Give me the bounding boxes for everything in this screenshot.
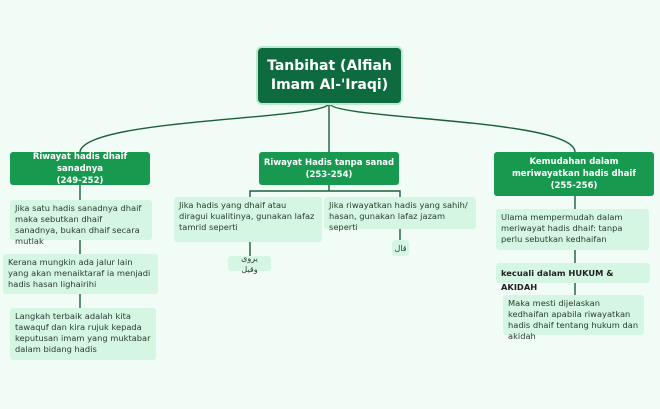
root-topic[interactable]: Tanbihat (Alfiah Imam Al-'Iraqi) (258, 48, 401, 103)
branch-range: (249-252) (56, 175, 104, 186)
branch-title: Kemudahan dalam meriwayatkan hadis dhaif (511, 157, 637, 179)
root-title-line1: Tanbihat (Alfiah (267, 57, 392, 74)
leaf-item[interactable]: Langkah terbaik adalah kita tawaquf dan … (10, 308, 156, 360)
arabic-term-jazam[interactable]: قال (392, 240, 409, 256)
leaf-item[interactable]: Jika satu hadis sanadnya dhaif maka sebu… (10, 200, 152, 246)
branch-title: Riwayat hadis dhaif sanadnya (32, 151, 128, 174)
branch-title: Riwayat Hadis tanpa sanad (263, 157, 395, 168)
root-title-line2: Imam Al-'Iraqi) (270, 76, 389, 93)
leaf-item[interactable]: Jika riwayatkan hadis yang sahih/ hasan,… (324, 197, 476, 232)
branch-range: (255-256) (550, 181, 598, 191)
branch-riwayat-tanpa-sanad[interactable]: Riwayat Hadis tanpa sanad (253-254) (259, 152, 399, 185)
branch-riwayat-dhaif-sanad[interactable]: Riwayat hadis dhaif sanadnya (249-252) (10, 151, 150, 186)
leaf-item[interactable]: Jika hadis yang dhaif atau diragui kuali… (174, 197, 322, 242)
branch-kemudahan-riwayat[interactable]: Kemudahan dalam meriwayatkan hadis dhaif… (494, 152, 654, 196)
arabic-term-tamrid[interactable]: يروى وقيل (228, 254, 271, 274)
leaf-item[interactable]: Maka mesti dijelaskan kedhaifan apabila … (503, 295, 644, 341)
leaf-item[interactable]: Ulama mempermudah dalam meriwayat hadis … (496, 209, 649, 250)
leaf-item[interactable]: Kerana mungkin ada jalur lain yang akan … (3, 254, 158, 294)
branch-range: (253-254) (305, 169, 353, 180)
leaf-item-highlight[interactable]: kecuali dalam HUKUM & AKIDAH (496, 263, 650, 292)
